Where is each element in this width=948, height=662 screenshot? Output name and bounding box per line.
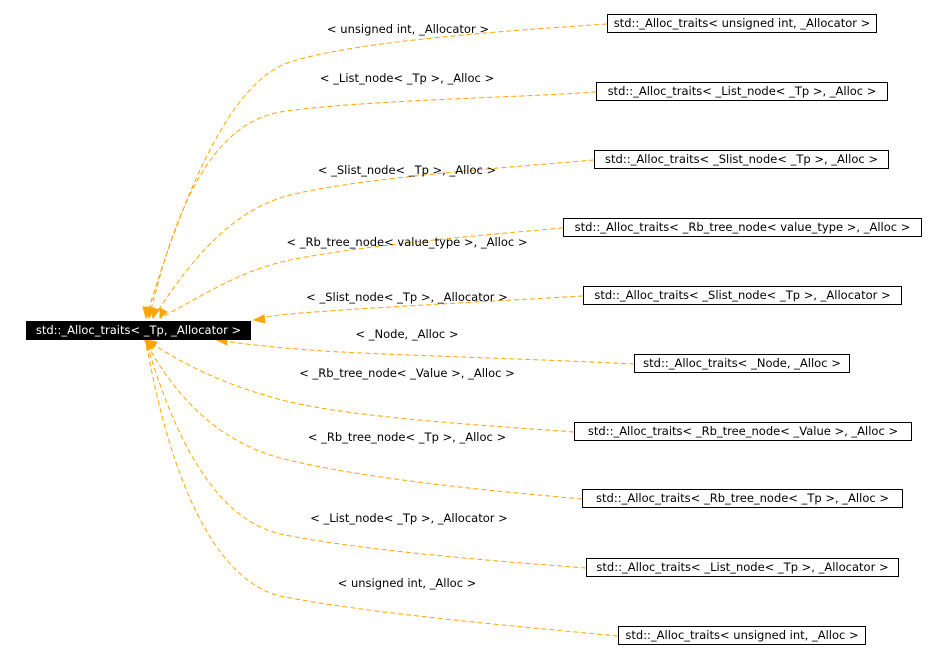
specialization-node[interactable]: std::_Alloc_traits< _Rb_tree_node< _Valu… [574, 422, 912, 441]
specialization-node[interactable]: std::_Alloc_traits< unsigned int, _Alloc… [618, 626, 866, 645]
edge-label: < _Rb_tree_node< _Tp >, _Alloc > [307, 430, 507, 444]
specialization-node[interactable]: std::_Alloc_traits< unsigned int, _Alloc… [607, 14, 877, 33]
edge-label: < _Slist_node< _Tp >, _Alloc > [317, 163, 497, 177]
inheritance-edge [216, 339, 635, 365]
edge-label: < _Slist_node< _Tp >, _Allocator > [306, 290, 508, 304]
inheritance-edge [145, 23, 608, 319]
inheritance-edge [145, 340, 587, 569]
edge-label: < unsigned int, _Alloc > [337, 576, 477, 590]
edge-label: < unsigned int, _Allocator > [327, 22, 489, 36]
specialization-node[interactable]: std::_Alloc_traits< _Rb_tree_node< value… [563, 218, 922, 237]
inheritance-edge [159, 227, 564, 319]
edge-label: < _List_node< _Tp >, _Allocator > [310, 511, 508, 525]
arrowhead [150, 306, 160, 320]
inheritance-edge [253, 295, 584, 321]
inheritance-edge [144, 340, 583, 500]
root-class-node[interactable]: std::_Alloc_traits< _Tp, _Allocator > [26, 321, 251, 340]
arrowhead [159, 307, 168, 320]
edge-label: < _Rb_tree_node< _Value >, _Alloc > [299, 366, 515, 380]
specialization-node[interactable]: std::_Alloc_traits< _Rb_tree_node< _Tp >… [582, 489, 903, 508]
inheritance-edge [145, 340, 619, 637]
specialization-node[interactable]: std::_Alloc_traits< _Node, _Alloc > [634, 354, 850, 373]
arrowhead [145, 339, 155, 351]
arrowhead [252, 314, 266, 324]
edge-label: < _Node, _Alloc > [355, 327, 459, 341]
inheritance-edge [145, 339, 575, 433]
specialization-node[interactable]: std::_Alloc_traits< _Slist_node< _Tp >, … [583, 286, 902, 305]
specialization-node[interactable]: std::_Alloc_traits< _List_node< _Tp >, _… [586, 558, 899, 577]
edge-label: < _Rb_tree_node< value_type >, _Alloc > [286, 235, 528, 249]
inheritance-edge [148, 91, 597, 319]
edge-label: < _List_node< _Tp >, _Alloc > [319, 71, 495, 85]
specialization-node[interactable]: std::_Alloc_traits< _List_node< _Tp >, _… [596, 82, 888, 101]
specialization-node[interactable]: std::_Alloc_traits< _Slist_node< _Tp >, … [594, 150, 889, 169]
